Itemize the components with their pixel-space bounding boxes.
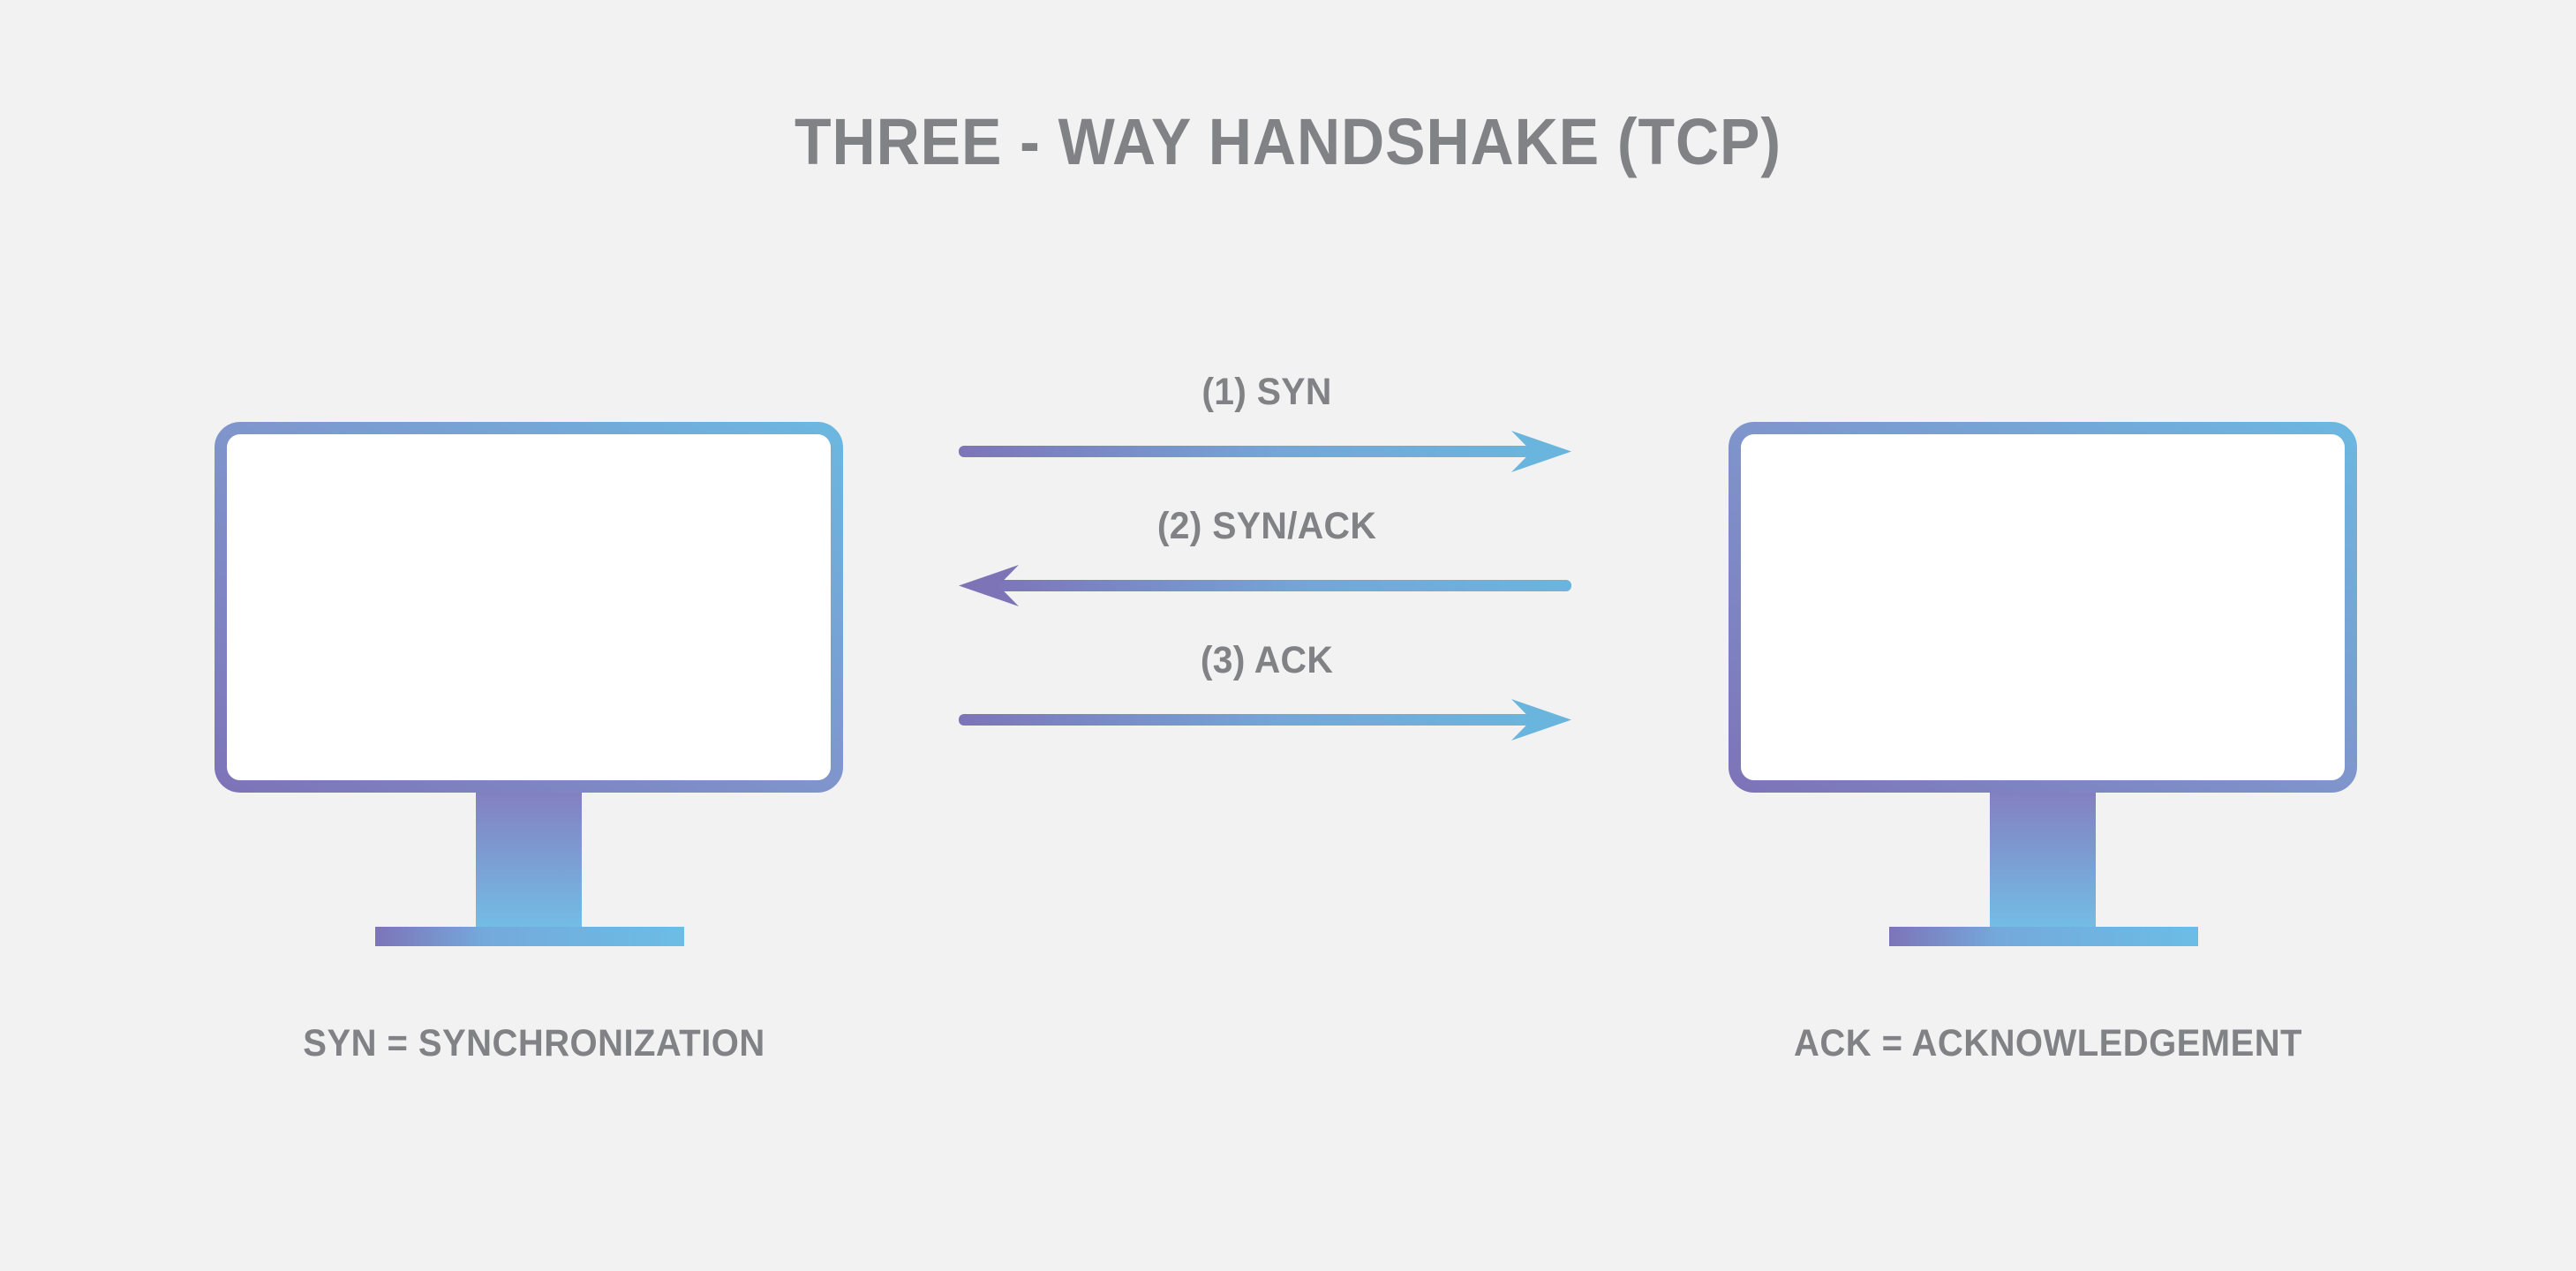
monitor-icon-client bbox=[215, 422, 843, 951]
caption-server: ACK = ACKNOWLEDGEMENT bbox=[1794, 1022, 2302, 1064]
message-arrow-1: (1) SYN bbox=[953, 371, 1580, 477]
monitor-icon-server bbox=[1729, 422, 2357, 951]
monitor-stand-neck bbox=[476, 779, 582, 938]
monitor-stand-neck bbox=[1990, 779, 2096, 938]
message-arrow-2: (2) SYN/ACK bbox=[953, 505, 1580, 611]
message-label-3: (3) ACK bbox=[1200, 639, 1334, 681]
monitor-screen bbox=[215, 422, 843, 793]
caption-client: SYN = SYNCHRONIZATION bbox=[303, 1022, 765, 1064]
monitor-stand-base bbox=[1889, 927, 2198, 946]
arrow-right-icon-3 bbox=[959, 699, 1571, 741]
message-label-1: (1) SYN bbox=[1201, 371, 1332, 413]
page-title: THREE - WAY HANDSHAKE (TCP) bbox=[794, 105, 1781, 178]
arrow-left-icon-2 bbox=[959, 565, 1571, 606]
monitor-screen bbox=[1729, 422, 2357, 793]
message-arrow-3: (3) ACK bbox=[953, 639, 1580, 745]
monitor-stand-base bbox=[375, 927, 684, 946]
message-label-2: (2) SYN/ACK bbox=[1156, 505, 1377, 547]
arrow-right-icon-1 bbox=[959, 431, 1571, 472]
